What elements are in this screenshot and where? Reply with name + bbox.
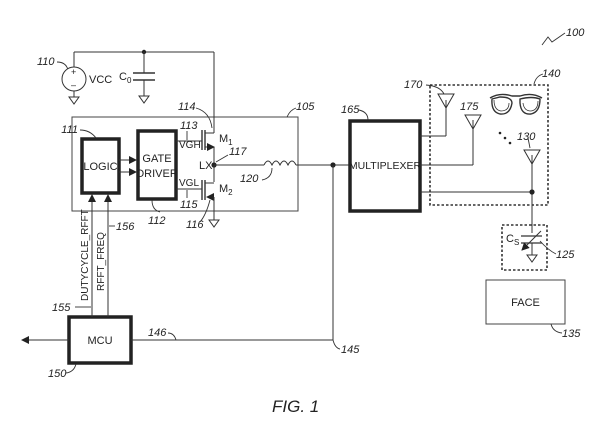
svg-text:120: 120 xyxy=(240,173,259,185)
ground-icon xyxy=(138,95,150,104)
vgh-label: VGH xyxy=(179,140,201,151)
svg-text:VCC: VCC xyxy=(89,74,112,86)
driver-module-box xyxy=(71,116,299,212)
ellipsis-dots xyxy=(498,131,512,145)
svg-text:100: 100 xyxy=(566,27,585,39)
svg-text:175: 175 xyxy=(460,101,479,113)
dutycycle-label: DUTYCYCLE_RFFT xyxy=(80,209,91,301)
vgl-label: VGL xyxy=(179,178,199,189)
svg-text:MCU: MCU xyxy=(87,335,112,347)
dutycycle-ref: 155 xyxy=(52,302,71,314)
node-ref: 145 xyxy=(341,344,360,356)
vgl-ref: 115 xyxy=(180,199,198,211)
svg-text:GATE: GATE xyxy=(142,153,171,165)
mcu-block: MCU 150 xyxy=(48,315,133,380)
glasses-icon xyxy=(489,93,543,115)
lx-ref: 117 xyxy=(229,146,247,158)
svg-text:165: 165 xyxy=(341,104,360,116)
lx-label: LX xyxy=(199,160,213,172)
figure-caption: FIG. 1 xyxy=(272,397,319,416)
antenna-group-ref: 140 xyxy=(542,68,561,80)
svg-text:+: + xyxy=(71,67,76,77)
svg-text:CS: CS xyxy=(506,233,519,247)
svg-text:111: 111 xyxy=(61,124,78,136)
svg-text:114: 114 xyxy=(178,101,196,113)
svg-text:C0: C0 xyxy=(119,71,132,85)
gate-driver-block: GATE DRIVER 112 xyxy=(136,129,178,227)
svg-text:M1: M1 xyxy=(219,133,233,147)
svg-text:150: 150 xyxy=(48,368,67,380)
freq-ref: 156 xyxy=(116,221,135,233)
logic-block: LOGIC 111 xyxy=(61,124,121,195)
antenna-group-box xyxy=(429,84,549,206)
transistor-m1: M1 114 xyxy=(178,101,233,163)
svg-text:135: 135 xyxy=(562,328,581,340)
svg-text:FACE: FACE xyxy=(511,297,540,309)
junction-dot xyxy=(529,189,535,195)
antenna-170: 170 xyxy=(404,79,455,137)
svg-text:–: – xyxy=(71,80,76,90)
svg-text:DRIVER: DRIVER xyxy=(136,168,178,180)
svg-text:110: 110 xyxy=(37,56,55,68)
feedback-ref: 146 xyxy=(148,327,167,339)
svg-text:125: 125 xyxy=(556,249,575,261)
svg-text:112: 112 xyxy=(148,215,166,227)
svg-text:130: 130 xyxy=(517,131,536,143)
vcc-source: 110 + – VCC xyxy=(37,52,112,105)
transistor-m2: M2 116 xyxy=(186,165,233,231)
capacitor-c0: C0 xyxy=(119,52,155,104)
ground-icon xyxy=(208,219,220,228)
ground-icon xyxy=(68,96,80,105)
antenna-175: 175 xyxy=(420,101,482,166)
svg-text:MULTIPLEXER: MULTIPLEXER xyxy=(349,160,422,172)
svg-text:LOGIC: LOGIC xyxy=(83,161,117,173)
system-ref-100: 100 xyxy=(541,27,585,46)
multiplexer-block: MULTIPLEXER 165 xyxy=(341,104,422,213)
svg-text:M2: M2 xyxy=(219,183,233,197)
sense-capacitor: CS 125 xyxy=(506,230,575,263)
inductor: 120 xyxy=(240,160,297,185)
face-block: FACE 135 xyxy=(485,279,581,340)
vgh-ref: 113 xyxy=(180,120,198,132)
svg-text:116: 116 xyxy=(186,219,204,231)
driver-module-ref: 105 xyxy=(296,101,315,113)
svg-text:170: 170 xyxy=(404,79,423,91)
antenna-130: 130 xyxy=(517,131,541,233)
ground-icon xyxy=(526,254,538,263)
freq-label: RFFT_FREQ xyxy=(96,232,107,291)
